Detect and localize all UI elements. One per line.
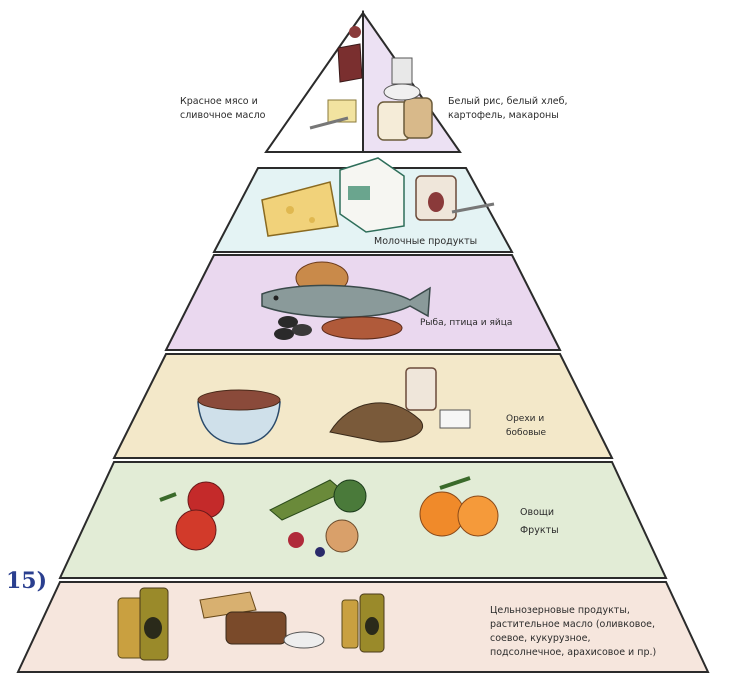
- figure-number: 15): [6, 568, 47, 594]
- fish-fillet-illustration: [322, 317, 402, 339]
- tier-veg-label: Овощи Фрукты: [520, 504, 590, 540]
- oil-bottles-illustration: [118, 588, 168, 660]
- tier-nuts-label: Орехи и бобовые: [506, 412, 566, 440]
- tier-top-left-label: Красное мясо и сливочное масло: [180, 95, 292, 123]
- milk-carton-illustration: [340, 158, 404, 232]
- tier-base-label: Цельнозерновые продукты, растительное ма…: [490, 604, 666, 660]
- tier-dairy-label: Молочные продукты: [374, 235, 504, 249]
- pyramid-tip-left: [266, 13, 363, 152]
- tier-fish-label: Рыба, птица и яйца: [420, 316, 540, 330]
- tier-top-right-label: Белый рис, белый хлеб, картофель, макаро…: [448, 95, 598, 123]
- small-oil-bottles-illustration: [342, 594, 384, 652]
